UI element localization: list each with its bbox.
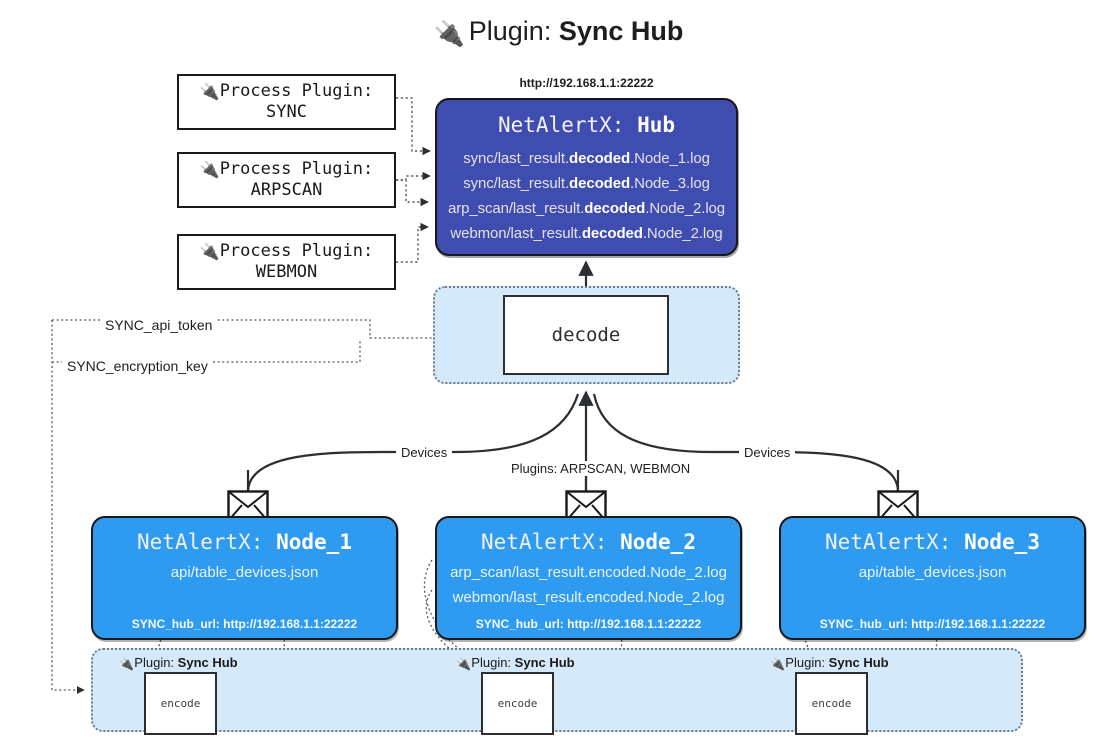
plug-icon: 🔌 — [119, 657, 135, 671]
hub-log-line: sync/last_result.decoded.Node_3.log — [463, 175, 710, 192]
edge-label-devices-left: Devices — [396, 445, 453, 460]
node-line-list: api/table_devices.json — [781, 560, 1084, 585]
process-plugin-line1: 🔌Process Plugin: — [199, 241, 374, 262]
sync-api-token-label: SYNC_api_token — [100, 317, 218, 333]
node-hub-url: SYNC_hub_url: http://192.168.1.1:22222 — [475, 617, 702, 631]
node-line: api/table_devices.json — [170, 564, 319, 581]
node-plugin-group-1: 🔌Plugin: Sync Hub encode — [119, 655, 238, 736]
page-title-name: Sync Hub — [558, 16, 684, 46]
hub-url-label: http://192.168.1.1:22222 — [519, 76, 654, 90]
hub-node[interactable]: NetAlertX: Hub sync/last_result.decoded.… — [435, 98, 738, 256]
node-line-list: arp_scan/last_result.encoded.Node_2.log … — [437, 560, 740, 610]
node-2[interactable]: NetAlertX: Node_2 arp_scan/last_result.e… — [435, 516, 742, 640]
hub-log-line: sync/last_result.decoded.Node_1.log — [463, 150, 710, 167]
page-title-prefix: Plugin: — [468, 16, 552, 46]
hub-log-line: arp_scan/last_result.decoded.Node_2.log — [447, 200, 726, 217]
node-1[interactable]: NetAlertX: Node_1 api/table_devices.json… — [91, 516, 398, 640]
node-plugin-group-3: 🔌Plugin: Sync Hub encode — [770, 655, 889, 736]
envelope-icon — [877, 490, 919, 522]
decode-box[interactable]: decode — [503, 295, 669, 375]
plug-icon: 🔌 — [199, 82, 220, 102]
node-plugin-caption: 🔌Plugin: Sync Hub — [119, 655, 238, 671]
plug-icon: 🔌 — [199, 242, 220, 262]
process-plugin-box-sync[interactable]: 🔌Process Plugin: SYNC — [177, 74, 396, 130]
plug-icon: 🔌 — [433, 20, 465, 48]
node-line: api/table_devices.json — [858, 564, 1007, 581]
edge-label-plugins: Plugins: ARPSCAN, WEBMON — [506, 461, 696, 476]
process-plugin-line2: ARPSCAN — [250, 180, 323, 200]
plug-icon: 🔌 — [456, 657, 472, 671]
node-3[interactable]: NetAlertX: Node_3 api/table_devices.json… — [779, 516, 1086, 640]
process-plugin-line1: 🔌Process Plugin: — [199, 159, 374, 180]
node-line-list: api/table_devices.json — [93, 560, 396, 585]
encode-box[interactable]: encode — [144, 672, 217, 735]
node-title: NetAlertX: Node_1 — [137, 530, 352, 554]
hub-log-line: webmon/last_result.decoded.Node_2.log — [450, 225, 723, 242]
node-hub-url: SYNC_hub_url: http://192.168.1.1:22222 — [819, 617, 1046, 631]
node-hub-url: SYNC_hub_url: http://192.168.1.1:22222 — [131, 617, 358, 631]
node-title: NetAlertX: Node_3 — [825, 530, 1040, 554]
node-plugin-caption: 🔌Plugin: Sync Hub — [770, 655, 889, 671]
hub-title: NetAlertX: Hub — [497, 113, 676, 137]
node-plugin-caption: 🔌Plugin: Sync Hub — [456, 655, 575, 671]
node-plugin-group-2: 🔌Plugin: Sync Hub encode — [456, 655, 575, 736]
hub-log-list: sync/last_result.decoded.Node_1.log sync… — [437, 146, 736, 246]
plug-icon: 🔌 — [770, 657, 786, 671]
encode-box[interactable]: encode — [481, 672, 554, 735]
node-line: webmon/last_result.encoded.Node_2.log — [452, 589, 725, 606]
encode-box[interactable]: encode — [795, 672, 868, 735]
edge-label-devices-right: Devices — [739, 445, 796, 460]
process-plugin-line1: 🔌Process Plugin: — [199, 81, 374, 102]
node-line: arp_scan/last_result.encoded.Node_2.log — [450, 564, 727, 581]
process-plugin-line2: WEBMON — [255, 262, 318, 282]
process-plugin-line2: SYNC — [266, 102, 307, 122]
envelope-icon — [227, 490, 269, 522]
node-title: NetAlertX: Node_2 — [481, 530, 696, 554]
envelope-icon — [565, 490, 607, 522]
page-title: 🔌Plugin: Sync Hub — [0, 16, 1117, 49]
process-plugin-box-webmon[interactable]: 🔌Process Plugin: WEBMON — [177, 234, 396, 290]
plug-icon: 🔌 — [199, 160, 220, 180]
sync-encryption-key-label: SYNC_encryption_key — [62, 358, 213, 374]
process-plugin-box-arpscan[interactable]: 🔌Process Plugin: ARPSCAN — [177, 152, 396, 208]
